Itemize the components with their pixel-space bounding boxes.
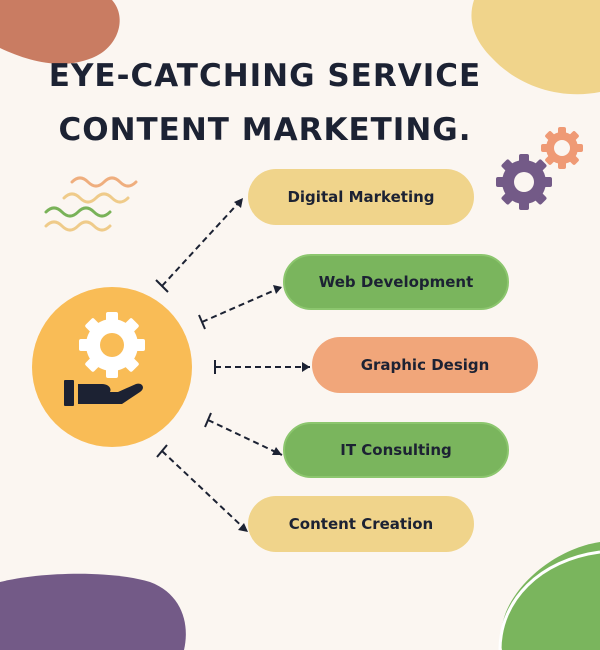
arrow-to-graphic-design xyxy=(214,360,310,374)
arrow-to-web-development xyxy=(198,285,283,330)
title-line-1: EYE-CATCHING SERVICE xyxy=(48,58,482,94)
title-line-2: CONTENT MARKETING. xyxy=(58,112,472,148)
orange-gear-icon xyxy=(541,127,583,169)
service-web-development: Web Development xyxy=(283,254,509,310)
gear-hand-icon xyxy=(64,312,145,406)
bottom-right-blob xyxy=(500,542,600,650)
bottom-left-blob xyxy=(0,573,186,650)
top-right-blob xyxy=(471,0,600,95)
service-content-creation: Content Creation xyxy=(248,496,474,552)
arrow-to-digital-marketing xyxy=(155,197,244,293)
purple-gear-icon xyxy=(496,154,552,210)
service-it-consulting: IT Consulting xyxy=(283,422,509,478)
connector-arrows xyxy=(155,197,310,533)
top-left-blob xyxy=(0,0,120,64)
arrow-to-content-creation xyxy=(156,444,249,533)
wavy-lines-decoration xyxy=(44,176,138,232)
service-graphic-design: Graphic Design xyxy=(312,337,538,393)
service-digital-marketing: Digital Marketing xyxy=(248,169,474,225)
bottom-right-arc xyxy=(498,550,600,650)
arrow-to-it-consulting xyxy=(204,412,283,456)
